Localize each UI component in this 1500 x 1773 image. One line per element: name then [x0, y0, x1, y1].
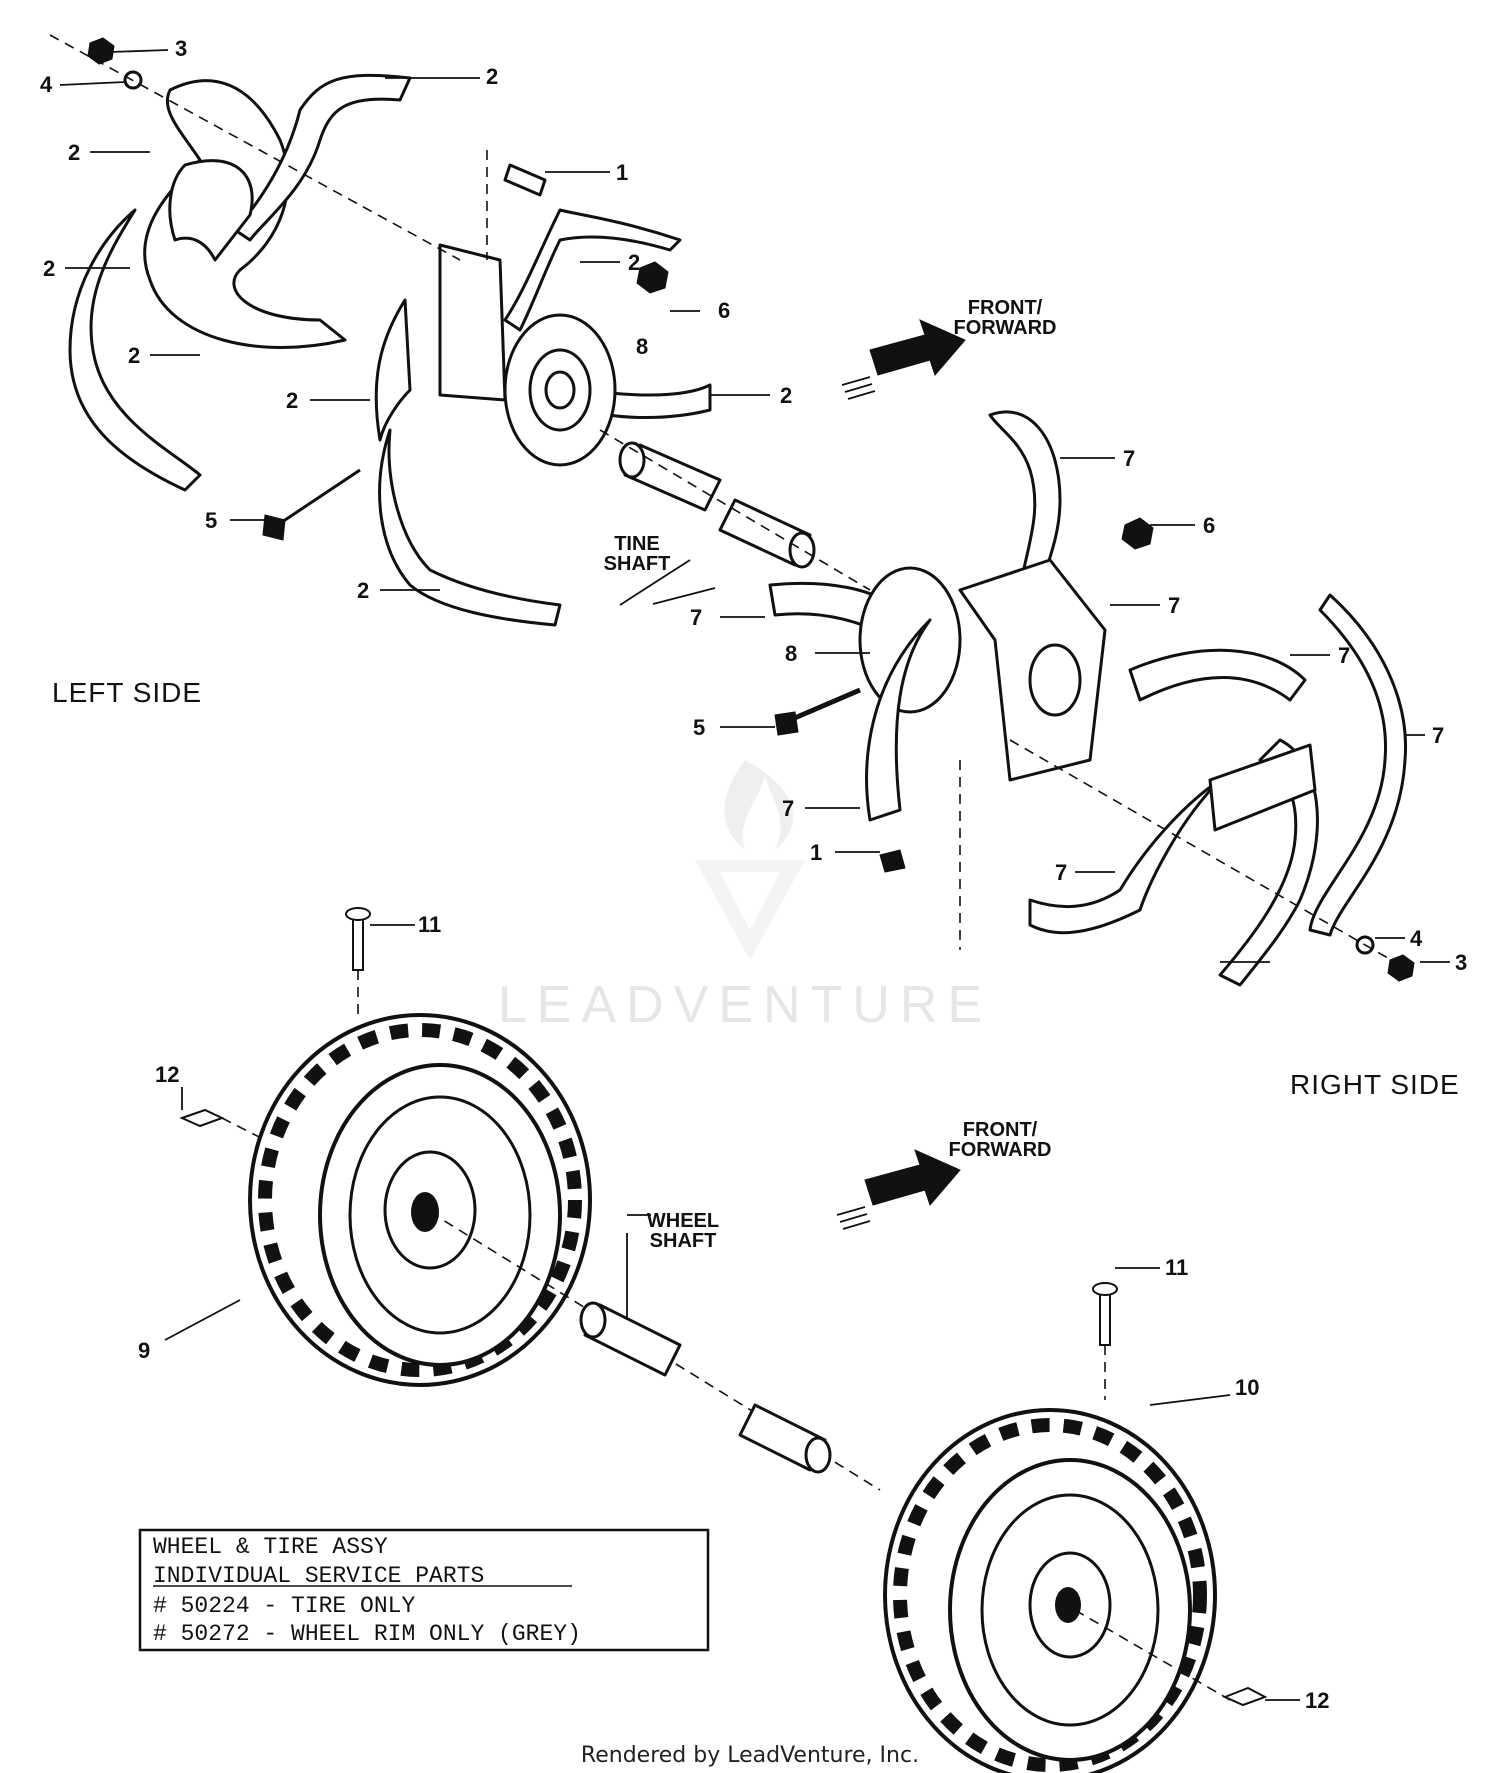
tine-hub-bore-left: [544, 370, 576, 410]
bolt-1-top: [503, 163, 547, 197]
tine-hub-flange-right: [858, 566, 962, 714]
nut-3-left: [87, 37, 115, 65]
bolt-5-left-head: [262, 514, 286, 541]
callout-2-left-upper: 2: [68, 140, 80, 165]
callout-7-right-far: 7: [1432, 723, 1444, 748]
clip-12-right: [1222, 1686, 1268, 1707]
callout-12-left: 12: [155, 1062, 179, 1087]
leadventure-watermark-logo: [695, 760, 805, 960]
callout-10: 10: [1235, 1375, 1259, 1400]
service-parts-box: WHEEL & TIRE ASSY INDIVIDUAL SERVICE PAR…: [138, 1528, 710, 1652]
tine-shaft: [599, 429, 871, 591]
callout-2-left-mid: 2: [43, 256, 55, 281]
callout-2-right-lower: 2: [780, 383, 792, 408]
callout-2-right-upper: 2: [628, 250, 640, 275]
tine-right-7: [1218, 738, 1319, 987]
service-box-line3: # 50224 - TIRE ONLY: [153, 1593, 415, 1619]
tine-right-3: [865, 618, 932, 822]
tine-shaft-label-line2: SHAFT: [604, 553, 671, 575]
callout-2-bottom: 2: [357, 578, 369, 603]
front-forward-top-line1: FRONT/: [968, 297, 1043, 319]
pin-11-right: [1092, 1282, 1118, 1400]
callout-6-left: 6: [718, 298, 730, 323]
right-side-label: RIGHT SIDE: [1290, 1069, 1460, 1100]
service-box-line4: # 50272 - WHEEL RIM ONLY (GREY): [153, 1621, 581, 1647]
front-forward-bottom-line2: FORWARD: [949, 1139, 1052, 1161]
bolt-1-right: [879, 849, 906, 873]
tine-shaft-end-1: [618, 441, 646, 479]
nut-6-left: [636, 261, 669, 294]
callout-7-right-upper: 7: [1338, 643, 1350, 668]
tine-left-outer-2: [68, 208, 202, 492]
forward-arrow-bottom: [836, 1149, 961, 1230]
tine-shaft-label-line1: TINE: [614, 533, 660, 555]
callout-1-right: 1: [810, 840, 822, 865]
forward-arrow-top: [841, 319, 966, 400]
tine-left-inner-3: [378, 428, 562, 627]
footer-credit: Rendered by LeadVenture, Inc.: [581, 1743, 919, 1768]
assembly-line-right-axis: [1009, 739, 1401, 966]
tine-left-inner-1: [374, 298, 412, 442]
tine-left-inner-2: [503, 208, 682, 332]
callout-7-top: 7: [1123, 446, 1135, 471]
callout-5-left: 5: [205, 508, 217, 533]
callout-9: 9: [138, 1338, 150, 1363]
callout-12-right: 12: [1305, 1688, 1329, 1713]
tine-left-bracket: [168, 159, 254, 262]
tine-hub-bore-right: [1028, 643, 1082, 717]
callout-2-top: 2: [486, 64, 498, 89]
tine-right-5: [1308, 593, 1408, 937]
wheel-shaft-label-line2: SHAFT: [650, 1230, 717, 1252]
callout-7-hub: 7: [1168, 593, 1180, 618]
front-forward-top-line2: FORWARD: [954, 317, 1057, 339]
hub-plate-left: [438, 243, 507, 402]
assembly-line-left-axis: [49, 34, 461, 261]
tine-left-inner-4: [583, 383, 712, 419]
callout-5-right: 5: [693, 715, 705, 740]
tine-left-outer-3: [233, 73, 412, 242]
callout-7-lower-mid: 7: [1055, 860, 1067, 885]
service-box-line2: INDIVIDUAL SERVICE PARTS: [153, 1563, 484, 1589]
callout-2-left-lower: 2: [128, 343, 140, 368]
bolt-5-right-head: [774, 711, 799, 736]
callout-3-right: 3: [1455, 950, 1467, 975]
assembly-line-tine-shaft: [599, 429, 871, 591]
service-box-line1: WHEEL & TIRE ASSY: [153, 1534, 388, 1560]
wheel-shaft-label-line1: WHEEL: [647, 1210, 719, 1232]
wheel-shaft: [579, 1301, 832, 1474]
clip-12-left: [179, 1108, 266, 1141]
bolt-5-right-shank: [789, 687, 861, 723]
wheel-9-left: [248, 1013, 881, 1491]
callout-7-left: 7: [690, 605, 702, 630]
tine-shaft-end-2: [788, 531, 816, 569]
tine-right-bracket: [1208, 743, 1317, 832]
callout-3-left: 3: [175, 36, 187, 61]
left-side-label: LEFT SIDE: [52, 677, 202, 708]
right-tine-assembly: [768, 410, 1415, 987]
tine-right-4: [1128, 648, 1307, 702]
leader-lines: [59, 49, 1450, 1701]
front-forward-bottom-line1: FRONT/: [963, 1119, 1038, 1141]
pin-11-left: [345, 907, 371, 1020]
callout-2-hub: 2: [286, 388, 298, 413]
callout-1-top: 1: [616, 160, 628, 185]
callout-4-right: 4: [1410, 926, 1423, 951]
callout-11-right: 11: [1165, 1255, 1188, 1280]
callout-4-left: 4: [40, 72, 53, 97]
wheel-shaft-piece-2: [738, 1403, 827, 1472]
watermark-text: LEADVENTURE: [498, 976, 992, 1034]
callout-7-lower-left: 7: [782, 796, 794, 821]
callout-11-left: 11: [418, 912, 441, 937]
assembly-line-wheel-10-pin: [1074, 1609, 1231, 1701]
wheel-10-right: [883, 1408, 1231, 1773]
tine-right-6: [1028, 778, 1222, 935]
callout-8-left: 8: [636, 334, 648, 359]
nut-6-right: [1121, 517, 1154, 550]
left-tine-assembly: [49, 34, 712, 627]
callout-6-right: 6: [1203, 513, 1215, 538]
callouts: 3 4 2 2 1 2 2 6 2 8 2 2 5 2 7 6 7 7 8 7 …: [40, 36, 1467, 1713]
callout-8-right: 8: [785, 641, 797, 666]
nut-3-right: [1387, 954, 1415, 982]
